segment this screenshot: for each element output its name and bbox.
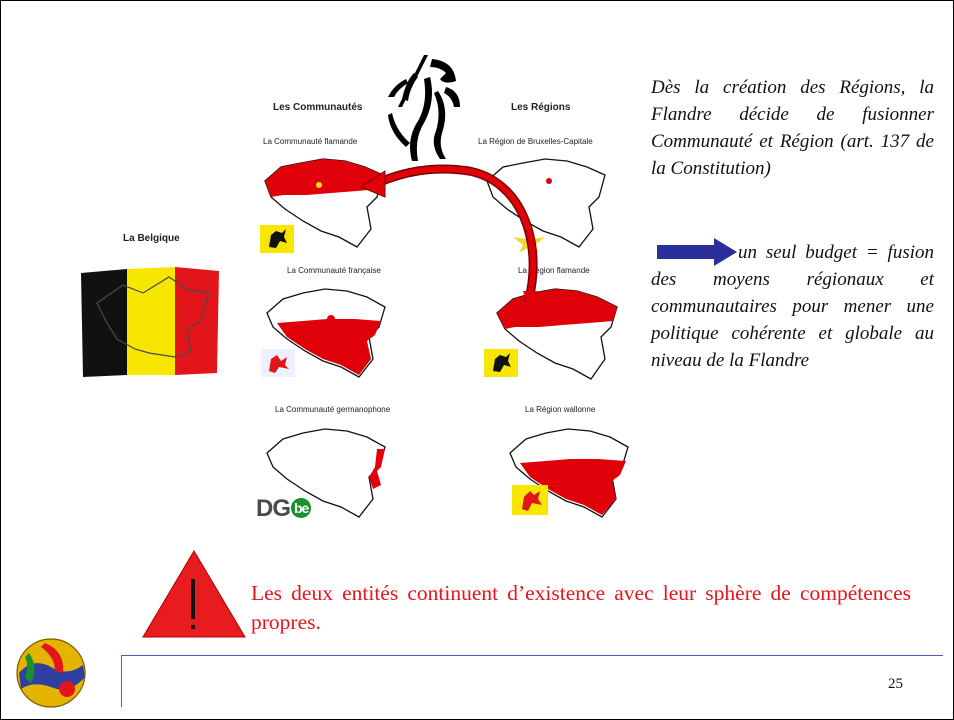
warning-text: Les deux entités continuent d’existence … xyxy=(251,581,911,634)
french-community-logo-icon xyxy=(261,349,295,377)
walloon-region-map xyxy=(509,428,629,518)
regions-heading: Les Régions xyxy=(511,102,571,113)
regional-globe-logo xyxy=(16,638,86,708)
footer-horizontal-line xyxy=(121,655,943,656)
flemish-lion-logo xyxy=(388,55,460,161)
merge-curved-arrow xyxy=(359,164,538,309)
flemish-community-map xyxy=(264,158,384,248)
page-number: 25 xyxy=(888,676,903,692)
right-arrow-icon xyxy=(657,238,737,266)
flemish-community-label: La Communauté flamande xyxy=(263,137,358,146)
dg-logo-suffix: be xyxy=(291,498,312,518)
paragraph-single-budget: un seul budget = fusion des moyens régio… xyxy=(651,242,934,371)
dg-logo-text: DG xyxy=(256,495,291,522)
paragraph-regions-creation: Dès la création des Régions, la Flandre … xyxy=(651,77,934,179)
german-community-map xyxy=(266,428,386,518)
walloon-region-label: La Région wallonne xyxy=(525,405,596,414)
footer-vertical-line xyxy=(121,655,122,707)
belgian-flag-map xyxy=(81,267,219,377)
warning-triangle-icon xyxy=(142,550,246,638)
brussels-region-label: La Région de Bruxelles-Capitale xyxy=(478,137,593,146)
flemish-region-label: La Région flamande xyxy=(518,266,590,275)
flemish-flag-icon xyxy=(260,225,294,253)
french-community-map xyxy=(266,288,386,378)
german-community-label: La Communauté germanophone xyxy=(275,405,391,414)
belgium-label: La Belgique xyxy=(123,233,180,244)
flemish-region-flag-icon xyxy=(484,349,518,377)
french-community-label: La Communauté française xyxy=(287,266,381,275)
communities-heading: Les Communautés xyxy=(273,102,363,113)
walloon-rooster-flag-icon xyxy=(512,485,548,515)
